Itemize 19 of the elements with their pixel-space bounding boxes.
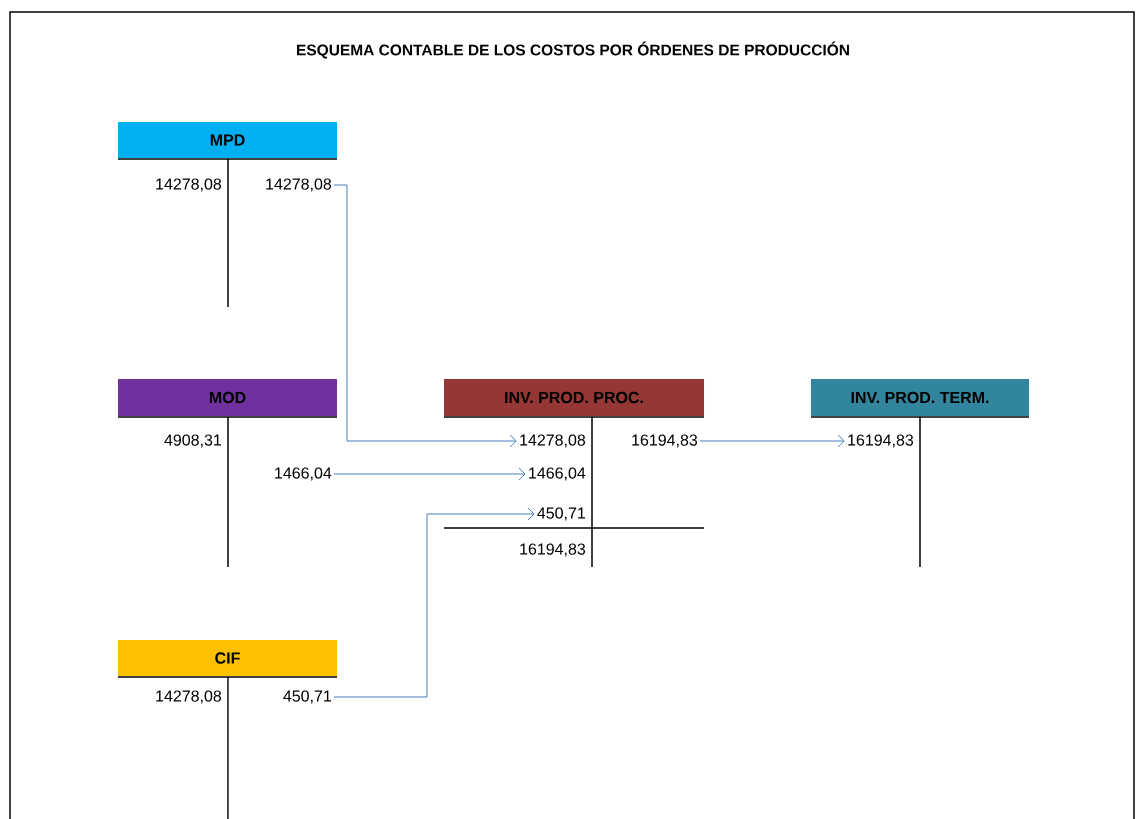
amount: 14278,08: [266, 178, 332, 192]
account-header: MOD: [118, 379, 337, 416]
arrow: [333, 467, 526, 481]
arrow: [333, 184, 517, 448]
amount: 16194,83: [848, 434, 914, 448]
amount: 16194,83: [632, 434, 698, 448]
amount: 1466,04: [275, 467, 332, 481]
title: ESQUEMA CONTABLE DE LOS COSTOS POR ÓRDENES DE PRODUCCIÓN: [297, 41, 849, 59]
account-header: CIF: [118, 640, 337, 676]
account-header: MPD: [118, 122, 337, 158]
arrow: [333, 507, 535, 698]
amount: 16194,83: [520, 543, 586, 557]
amount: 450,71: [283, 690, 331, 704]
amount: 450,71: [537, 507, 585, 521]
account-header: INV. PROD. TERM.: [811, 379, 1029, 416]
arrow: [699, 434, 845, 448]
amount: 1466,04: [529, 467, 586, 481]
account-header: INV. PROD. PROC.: [444, 379, 704, 416]
amount: 14278,08: [520, 434, 586, 448]
